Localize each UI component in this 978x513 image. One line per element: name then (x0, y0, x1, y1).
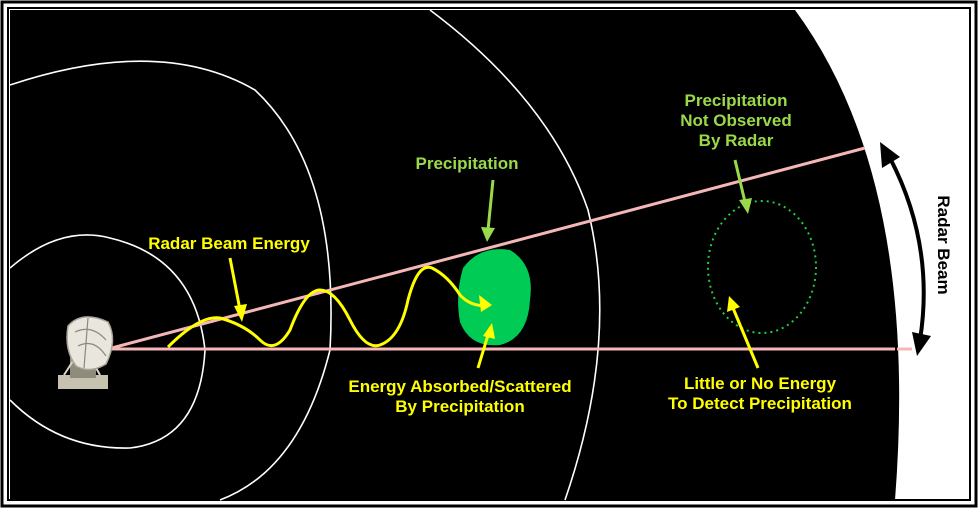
double-arrow-icon (880, 142, 931, 356)
not-observed-label-line1: Precipitation (685, 91, 788, 110)
range-ring-3 (429, 9, 601, 501)
absorbed-arrowhead (483, 323, 495, 339)
little-energy-arrow (731, 307, 760, 369)
precipitation-arrow (486, 179, 495, 231)
unobserved-precipitation-outline (707, 200, 817, 334)
radar-dish-icon (58, 316, 114, 389)
radar-energy-arrowhead (234, 304, 247, 322)
little-energy-label-line1: Little or No Energy (684, 374, 837, 393)
absorbed-arrow (476, 334, 490, 369)
energy-wave (166, 265, 491, 349)
range-ring-2 (9, 60, 332, 501)
radar-beam-energy-label: Radar Beam Energy (148, 234, 310, 253)
precipitation-area (458, 249, 531, 346)
label-arrows (228, 142, 931, 369)
little-energy-label-line2: To Detect Precipitation (668, 394, 852, 413)
not-observed-label-line3: By Radar (699, 131, 774, 150)
radar-energy-arrow (228, 257, 242, 311)
energy-wave-arrowhead (479, 295, 492, 312)
precipitation-label: Precipitation (416, 154, 519, 173)
not-observed-arrow (733, 159, 747, 203)
diagram-background (10, 10, 900, 500)
precipitation-arrowhead (481, 227, 495, 242)
absorbed-label-line1: Energy Absorbed/Scattered (348, 377, 571, 396)
little-energy-arrowhead (727, 296, 740, 312)
absorbed-label-line2: By Precipitation (395, 397, 524, 416)
not-observed-arrowhead (739, 198, 752, 214)
not-observed-label-line2: Not Observed (680, 111, 791, 130)
radar-beam-label: Radar Beam (934, 195, 953, 294)
